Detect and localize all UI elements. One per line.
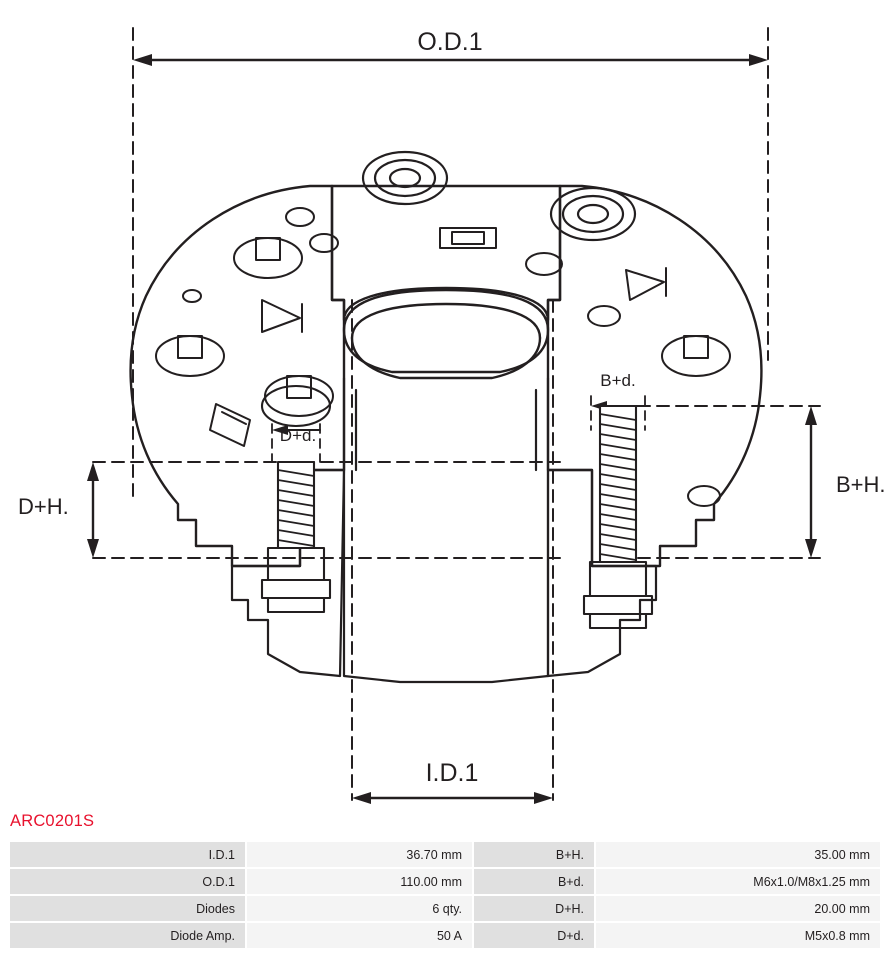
rectifier-technical-drawing: O.D.1 I.D.1 B+H. D+H. B+d. D+d. [18, 27, 886, 804]
dimension-extension-lines [92, 27, 821, 801]
mounting-eyelets [361, 150, 637, 242]
table-row: I.D.1 36.70 mm B+H. 35.00 mm [10, 842, 880, 867]
label-dd: D+d. [280, 426, 316, 445]
table-row: Diodes 6 qty. D+H. 20.00 mm [10, 896, 880, 921]
d-terminal-stud [260, 384, 332, 614]
spec-value: 50 A [247, 923, 472, 948]
b-terminal-stud [582, 404, 654, 630]
spec-label: O.D.1 [10, 869, 245, 894]
spec-value-2: M6x1.0/M8x1.25 mm [596, 869, 880, 894]
spec-value: 110.00 mm [247, 869, 472, 894]
spec-value-2: 20.00 mm [596, 896, 880, 921]
id1-dimension-arrow [352, 792, 553, 804]
table-row: O.D.1 110.00 mm B+d. M6x1.0/M8x1.25 mm [10, 869, 880, 894]
spec-label: I.D.1 [10, 842, 245, 867]
od1-dimension-arrow [133, 54, 768, 66]
dh-dimension-arrow [87, 462, 99, 558]
right-plate-details [439, 227, 731, 507]
label-bd: B+d. [600, 371, 635, 390]
spec-label-2: D+H. [474, 896, 594, 921]
spec-label: Diodes [10, 896, 245, 921]
spec-value: 36.70 mm [247, 842, 472, 867]
bh-dimension-arrow [805, 406, 817, 558]
spec-label-2: D+d. [474, 923, 594, 948]
spec-label-2: B+H. [474, 842, 594, 867]
dd-dimension-arrow [271, 423, 321, 463]
spec-label: Diode Amp. [10, 923, 245, 948]
spec-value-2: M5x0.8 mm [596, 923, 880, 948]
left-plate-details [155, 207, 339, 447]
part-code: ARC0201S [10, 812, 95, 830]
spec-value: 6 qty. [247, 896, 472, 921]
label-od1: O.D.1 [417, 28, 482, 56]
specifications-table: I.D.1 36.70 mm B+H. 35.00 mm O.D.1 110.0… [8, 840, 882, 950]
label-bh: B+H. [836, 472, 886, 497]
spec-label-2: B+d. [474, 869, 594, 894]
rectifier-heatsink-front [230, 376, 658, 684]
rectifier-body-outline [129, 184, 763, 568]
label-id1: I.D.1 [426, 759, 479, 787]
spec-value-2: 35.00 mm [596, 842, 880, 867]
label-dh: D+H. [18, 494, 69, 519]
table-row: Diode Amp. 50 A D+d. M5x0.8 mm [10, 923, 880, 948]
